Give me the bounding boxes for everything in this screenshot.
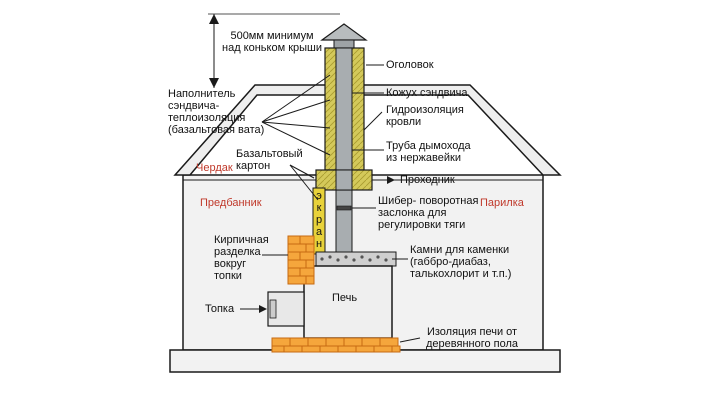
- passage-label: Проходник: [400, 174, 455, 186]
- chimney-cap: [320, 23, 368, 41]
- brick-floor: [271, 337, 401, 353]
- stove-label: Печь: [332, 292, 358, 304]
- anteroom-label: Предбанник: [200, 197, 262, 209]
- flue-pipe-label: Труба дымохода из нержавейки: [386, 140, 471, 164]
- passage-pipe: [335, 169, 353, 191]
- firebox-label: Топка: [205, 303, 235, 315]
- firebox-door-handle: [269, 299, 277, 319]
- stones: [315, 251, 397, 267]
- attic-label: Чердак: [196, 162, 233, 174]
- leader-lines: [261, 64, 421, 343]
- dimension-arrow-top: [209, 14, 219, 24]
- stones-label: Камни для каменки (габбро-диабаз, талько…: [410, 244, 512, 280]
- brick-wall: [287, 235, 315, 285]
- damper-label: Шибер- поворотная заслонка для регулиров…: [378, 195, 479, 231]
- waterproofing-label: Гидроизоляция кровли: [386, 104, 464, 128]
- flue-pipe: [335, 47, 353, 261]
- cap-collar: [333, 39, 355, 49]
- basalt-cardboard-label: Базальтовый картон: [236, 148, 303, 172]
- cap-label: Оголовок: [386, 59, 434, 71]
- damper: [336, 205, 352, 211]
- floor-slab: [169, 349, 561, 373]
- insulation-label: Изоляция печи от деревянного пола: [426, 326, 519, 350]
- brick-cutting-label: Кирпичная разделка вокруг топки: [214, 234, 269, 282]
- filler-label: Наполнитель сэндвича- теплоизоляция (баз…: [168, 88, 265, 136]
- screen-label: э к р а н: [315, 190, 323, 250]
- stone-dots: [320, 255, 388, 262]
- steam-room-label: Парилка: [480, 197, 524, 209]
- min-height-label: 500мм минимум над коньком крыши: [222, 30, 323, 54]
- dimension-arrow-bottom: [209, 78, 219, 88]
- sandwich-casing-label: Кожух сэндвича: [386, 87, 468, 99]
